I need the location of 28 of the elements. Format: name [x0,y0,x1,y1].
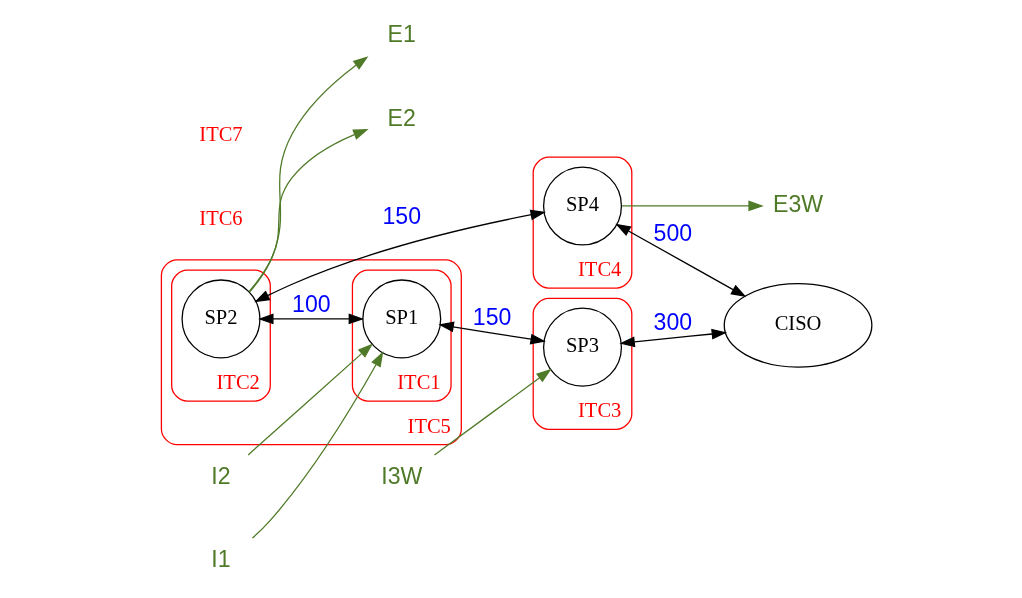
node-circle: SP2 [180,279,261,359]
arrow [618,328,727,348]
arrow [257,313,364,325]
edge-label: 100 [291,290,331,317]
edge-label: 500 [653,220,692,247]
node-circle: SP3 [542,307,622,387]
node-text: I3W [380,462,422,489]
arrow [248,129,369,292]
arrow [433,368,552,456]
node-circle: SP4 [542,166,622,246]
arrow [614,223,746,298]
edge-label: 300 [653,308,692,335]
arrow [248,56,368,293]
node-text: E1 [387,21,416,48]
arrow [253,209,546,303]
node-circle: SP1 [361,279,441,359]
arrow [437,321,546,345]
node-text: I1 [210,546,231,573]
arrow [251,351,383,539]
edge-label: 150 [381,203,421,230]
node-text: I2 [210,462,231,489]
node-text: ITC7 [198,123,243,146]
edge-label: 150 [472,303,511,330]
node-text: E3W [772,190,823,217]
arrow [247,343,373,456]
arrow [620,200,764,212]
node-text: E2 [387,104,416,131]
node-text: ITC6 [198,206,243,229]
